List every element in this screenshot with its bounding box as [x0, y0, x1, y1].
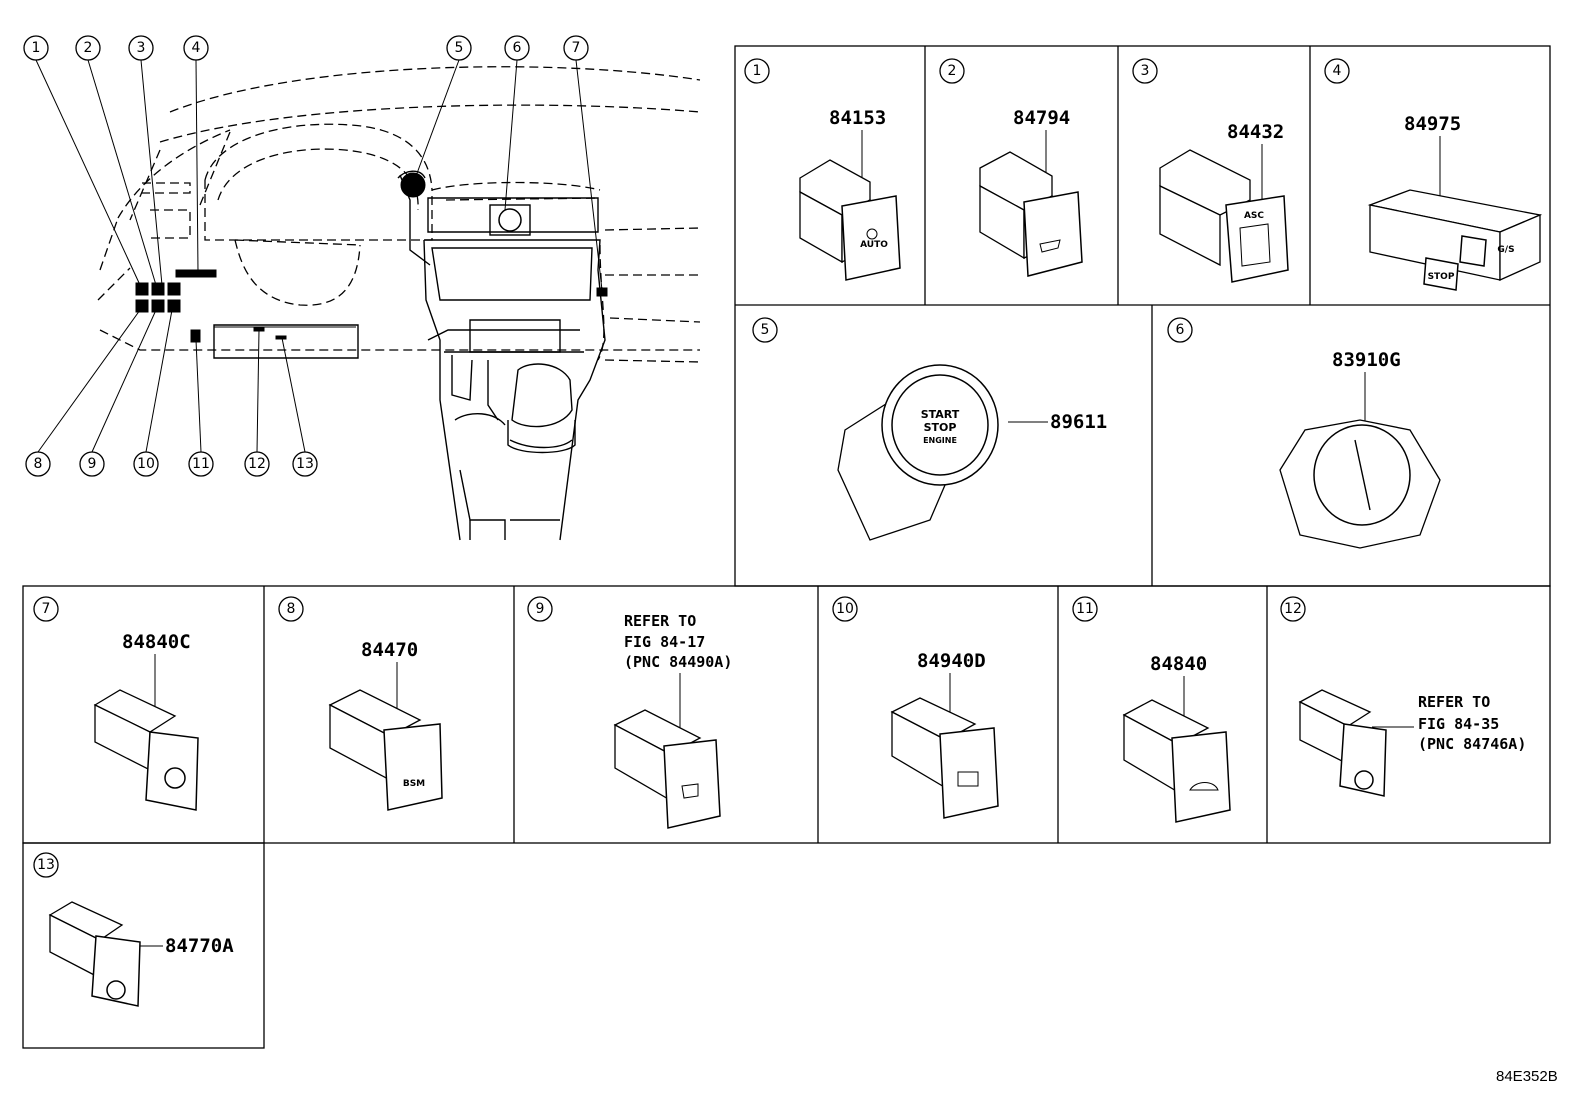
part-number-1: 84153 — [829, 107, 886, 129]
part-number-10: 84940D — [917, 650, 986, 672]
gs-label: G/S — [1497, 245, 1514, 255]
overview-callout-2: 2 — [75, 35, 101, 61]
cell-number-7: 7 — [33, 596, 59, 622]
svg-text:1: 1 — [32, 40, 41, 56]
svg-text:3: 3 — [1141, 63, 1150, 79]
svg-text:7: 7 — [42, 601, 51, 617]
switch-84940d — [890, 697, 999, 819]
overview-callout-10: 10 — [133, 451, 159, 477]
svg-text:4: 4 — [192, 40, 201, 56]
overview-callout-7: 7 — [563, 35, 589, 61]
cell-number-1: 1 — [744, 58, 770, 84]
cell-number-9: 9 — [527, 596, 553, 622]
svg-text:13: 13 — [37, 857, 55, 873]
refer-12-line3: (PNC 84746A) — [1418, 735, 1526, 753]
overview-callout-1: 1 — [23, 35, 49, 61]
switch-84840 — [1122, 699, 1231, 823]
cell-number-6: 6 — [1167, 317, 1193, 343]
cell-number-10: 10 — [832, 596, 858, 622]
cell-number-5: 5 — [752, 317, 778, 343]
svg-text:3: 3 — [137, 40, 146, 56]
svg-text:4: 4 — [1333, 63, 1342, 79]
svg-text:10: 10 — [137, 456, 155, 472]
cell-number-4: 4 — [1324, 58, 1350, 84]
switch-refer-84-35 — [1298, 689, 1387, 797]
cell-number-8: 8 — [278, 596, 304, 622]
overview-callout-12: 12 — [244, 451, 270, 477]
switch-refer-84-17 — [613, 709, 721, 829]
module-83910g — [1279, 419, 1441, 549]
svg-text:12: 12 — [1284, 601, 1302, 617]
auto-label: AUTO — [860, 240, 888, 250]
overview-callout-13: 13 — [292, 451, 318, 477]
svg-text:13: 13 — [296, 456, 314, 472]
svg-text:1: 1 — [753, 63, 762, 79]
svg-text:5: 5 — [455, 40, 464, 56]
svg-text:7: 7 — [572, 40, 581, 56]
svg-text:12: 12 — [248, 456, 266, 472]
start-stop-button-89611: START STOP ENGINE — [837, 364, 999, 541]
cell-number-12: 12 — [1280, 596, 1306, 622]
switch-panel-84975: STOP G/S — [1367, 189, 1543, 291]
svg-text:6: 6 — [513, 40, 522, 56]
part-number-11: 84840 — [1150, 653, 1207, 675]
stop-label: STOP — [1428, 272, 1455, 282]
switch-bank-marks — [135, 269, 608, 343]
switch-84794 — [979, 151, 1083, 277]
svg-text:5: 5 — [761, 322, 770, 338]
switch-84153: AUTO — [799, 159, 901, 281]
switch-84432: ASC — [1159, 149, 1289, 283]
overview-callout-6: 6 — [504, 35, 530, 61]
overview-callout-3: 3 — [128, 35, 154, 61]
part-number-7: 84840C — [122, 631, 191, 653]
start-label: START — [921, 408, 960, 421]
part-number-13: 84770A — [165, 935, 234, 957]
parts-grid — [22, 45, 1551, 1049]
svg-text:9: 9 — [88, 456, 97, 472]
switch-84770a — [48, 901, 141, 1007]
svg-text:9: 9 — [536, 601, 545, 617]
cell-number-11: 11 — [1072, 596, 1098, 622]
svg-text:8: 8 — [34, 456, 43, 472]
svg-text:8: 8 — [287, 601, 296, 617]
part-number-2: 84794 — [1013, 107, 1070, 129]
switch-84840c — [93, 689, 199, 811]
svg-text:6: 6 — [1176, 322, 1185, 338]
part-number-6: 83910G — [1332, 349, 1401, 371]
switch-84470: BSM — [328, 689, 443, 811]
svg-text:10: 10 — [836, 601, 854, 617]
diagram-code: 84E352B — [1496, 1068, 1558, 1085]
part-number-5: 89611 — [1050, 411, 1107, 433]
bsm-label: BSM — [403, 779, 425, 789]
cell-number-3: 3 — [1132, 58, 1158, 84]
svg-text:2: 2 — [84, 40, 93, 56]
overview-callout-9: 9 — [79, 451, 105, 477]
refer-12-line1: REFER TO — [1418, 693, 1490, 711]
asc-label: ASC — [1244, 211, 1264, 221]
engine-text: ENGINE — [923, 436, 957, 445]
overview-callout-11: 11 — [188, 451, 214, 477]
overview-callout-8: 8 — [25, 451, 51, 477]
svg-text:11: 11 — [192, 456, 210, 472]
part-number-8: 84470 — [361, 639, 418, 661]
overview-callout-4: 4 — [183, 35, 209, 61]
cell-number-2: 2 — [939, 58, 965, 84]
refer-9-line2: FIG 84-17 — [624, 633, 705, 651]
refer-12-line2: FIG 84-35 — [1418, 715, 1499, 733]
svg-text:11: 11 — [1076, 601, 1094, 617]
cell-number-13: 13 — [33, 852, 59, 878]
part-number-labels: 84153 84794 84432 84975 89611 83910G 848… — [122, 107, 1526, 957]
refer-9-line3: (PNC 84490A) — [624, 653, 732, 671]
part-number-3: 84432 — [1227, 121, 1284, 143]
refer-9-line1: REFER TO — [624, 612, 696, 630]
overview-callout-5: 5 — [446, 35, 472, 61]
part-number-4: 84975 — [1404, 113, 1461, 135]
stop-text: STOP — [924, 421, 957, 434]
svg-text:2: 2 — [948, 63, 957, 79]
